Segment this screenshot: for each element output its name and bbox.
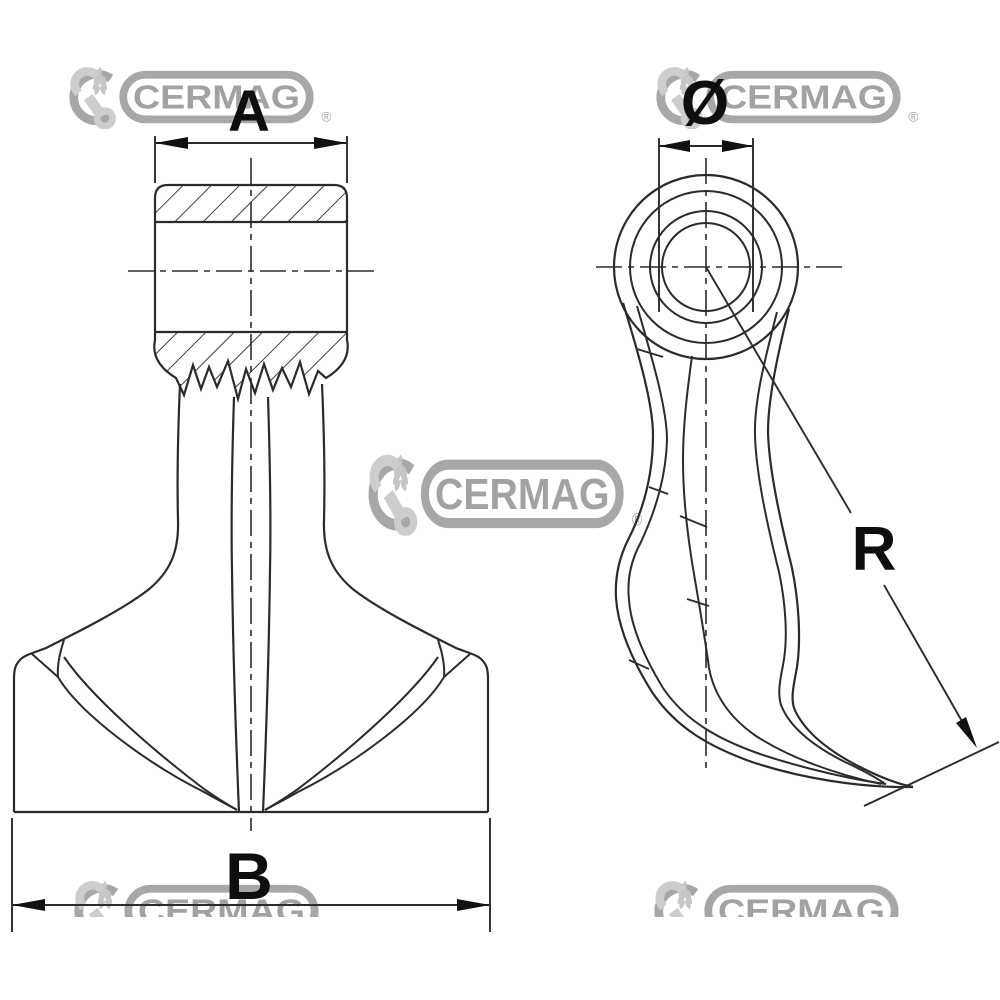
bevel-upper-left xyxy=(63,656,238,811)
cermag-logo: CERMAG ® xyxy=(656,66,918,130)
dim-a-label: A xyxy=(228,79,270,144)
cermag-logo: CERMAG ® xyxy=(368,454,642,536)
facet-right-a xyxy=(437,639,446,678)
wrench-and-wheat-emblem xyxy=(656,66,703,130)
dim-b-arrow-left xyxy=(12,899,45,911)
wrench-and-wheat-emblem xyxy=(654,880,699,917)
registered-mark: ® xyxy=(908,109,918,124)
dim-r-arrow xyxy=(956,717,977,748)
dim-a-arrow-right xyxy=(314,137,347,149)
blade-bevel-lines xyxy=(31,639,471,811)
bend-tick-marks xyxy=(628,348,710,670)
shank-inner-line-right xyxy=(261,396,272,813)
wrench-and-wheat-emblem xyxy=(368,454,418,536)
bevel-upper-right xyxy=(264,656,439,811)
cermag-watermark-top-left: CERMAG ® xyxy=(65,65,333,130)
dim-d-arrow-right xyxy=(722,140,753,152)
dim-b-label: B xyxy=(225,839,273,913)
brand-capsule: CERMAG ® xyxy=(704,884,899,917)
wheat-icon xyxy=(679,66,695,96)
dim-d-arrow-left xyxy=(659,140,690,152)
cermag-logo: CERMAG ® xyxy=(69,66,331,130)
dimension-diameter xyxy=(658,138,754,312)
dimension-a xyxy=(154,136,348,183)
shank-right-edge xyxy=(320,383,490,812)
dim-b-arrow-right xyxy=(457,899,490,911)
dimension-b xyxy=(11,818,491,932)
cermag-watermark-center: CERMAG ® xyxy=(364,452,644,536)
brand-text: CERMAG xyxy=(718,893,885,917)
body-inner-left xyxy=(627,305,887,785)
facet-left-a xyxy=(56,639,65,678)
dim-r-label: R xyxy=(852,515,897,584)
cermag-watermark-top-right: CERMAG ® xyxy=(652,65,920,130)
registered-mark: ® xyxy=(321,109,331,124)
brand-text: CERMAG xyxy=(133,79,300,116)
front-view: A xyxy=(11,79,491,932)
dimension-r xyxy=(705,266,977,748)
side-view: Ø xyxy=(596,69,1000,807)
wheat-icon xyxy=(92,66,108,96)
cermag-logo: CERMAG ® xyxy=(654,880,899,917)
brand-text: CERMAG xyxy=(435,472,609,519)
facet-right-b xyxy=(443,653,471,678)
brand-capsule: CERMAG ® xyxy=(420,459,642,530)
dim-r-leader-lower xyxy=(883,584,964,724)
bevel-lower-left xyxy=(57,676,238,811)
brand-capsule: CERMAG ® xyxy=(119,70,331,124)
body-inner-right xyxy=(753,311,885,784)
dim-diameter-label: Ø xyxy=(681,69,729,138)
body-outer-left xyxy=(614,302,914,789)
wheat-icon xyxy=(393,454,408,492)
brand-capsule: CERMAG ® xyxy=(706,70,918,124)
dim-a-arrow-left xyxy=(155,137,188,149)
body-outer-right xyxy=(766,308,914,789)
wrench-and-wheat-emblem xyxy=(69,66,116,130)
tip-tangent-line xyxy=(863,741,1000,807)
dim-r-leader-upper xyxy=(705,266,852,514)
shank-inner-line-left xyxy=(230,396,241,813)
cermag-watermark-bottom-right: CERMAG ® xyxy=(650,879,922,917)
wrench-and-wheat-emblem xyxy=(74,880,119,917)
facet-left-b xyxy=(31,653,59,678)
brand-text: CERMAG xyxy=(720,79,887,116)
bevel-lower-right xyxy=(264,676,445,811)
shank-left-edge xyxy=(12,383,182,812)
body-center-ridge xyxy=(681,355,882,785)
bushing-outline xyxy=(153,183,349,404)
wheat-icon xyxy=(677,880,693,910)
